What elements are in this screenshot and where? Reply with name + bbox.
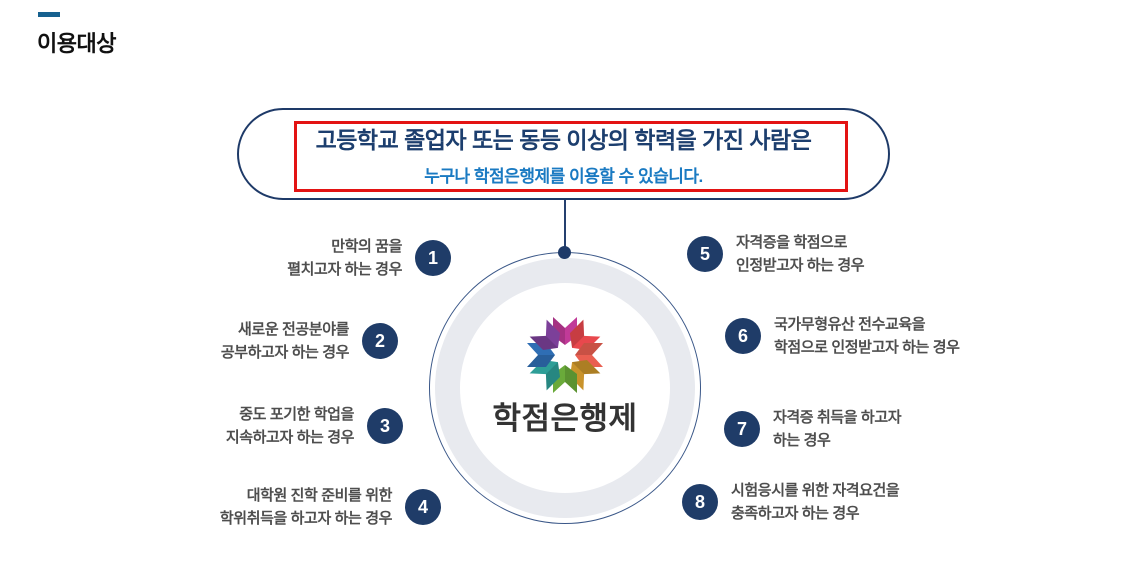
eligibility-subline: 누구나 학점은행제를 이용할 수 있습니다. xyxy=(424,167,703,186)
number-badge-8: 8 xyxy=(682,484,718,521)
list-item-2: 새로운 전공분야를 공부하고자 하는 경우 2 xyxy=(221,318,398,365)
number-badge-7: 7 xyxy=(724,411,760,448)
page-title: 이용대상 xyxy=(37,31,116,56)
list-item-8: 8 시험응시를 위한 자격요건을 충족하고자 하는 경우 xyxy=(682,479,900,526)
number-badge-4: 4 xyxy=(405,489,441,526)
credit-bank-logo-label: 학점은행제 xyxy=(492,401,638,436)
item-text: 자격증을 학점으로 인정받고자 하는 경우 xyxy=(736,234,865,275)
list-item-5: 5 자격증을 학점으로 인정받고자 하는 경우 xyxy=(687,231,865,278)
eligibility-banner: 고등학교 졸업자 또는 동등 이상의 학력을 가진 사람은 누구나 학점은행제를… xyxy=(237,108,890,200)
item-text: 시험응시를 위한 자격요건을 충족하고자 하는 경우 xyxy=(731,482,900,523)
list-item-3: 중도 포기한 학업을 지속하고자 하는 경우 3 xyxy=(226,403,403,450)
number-badge-6: 6 xyxy=(725,318,761,355)
item-text: 만학의 꿈을 펼치고자 하는 경우 xyxy=(287,238,402,279)
item-text: 대학원 진학 준비를 위한 학위취득을 하고자 하는 경우 xyxy=(219,487,393,528)
connector-line xyxy=(564,200,566,247)
eligibility-headline: 고등학교 졸업자 또는 동등 이상의 학력을 가진 사람은 xyxy=(315,127,812,153)
number-badge-1: 1 xyxy=(415,240,451,277)
connector-dot xyxy=(558,246,571,259)
number-badge-2: 2 xyxy=(362,323,398,360)
item-text: 중도 포기한 학업을 지속하고자 하는 경우 xyxy=(225,406,355,447)
number-badge-3: 3 xyxy=(367,408,403,445)
list-item-4: 대학원 진학 준비를 위한 학위취득을 하고자 하는 경우 4 xyxy=(220,484,441,531)
item-text: 새로운 전공분야를 공부하고자 하는 경우 xyxy=(220,321,350,362)
item-text: 자격증 취득을 하고자 하는 경우 xyxy=(773,409,902,450)
list-item-1: 만학의 꿈을 펼치고자 하는 경우 1 xyxy=(287,235,451,282)
list-item-7: 7 자격증 취득을 하고자 하는 경우 xyxy=(724,406,902,453)
flower-pinwheel-icon xyxy=(527,317,603,393)
list-item-6: 6 국가무형유산 전수교육을 학점으로 인정받고자 하는 경우 xyxy=(725,313,960,360)
item-text: 국가무형유산 전수교육을 학점으로 인정받고자 하는 경우 xyxy=(774,316,960,357)
section-accent-dash xyxy=(38,12,60,17)
number-badge-5: 5 xyxy=(687,236,723,273)
